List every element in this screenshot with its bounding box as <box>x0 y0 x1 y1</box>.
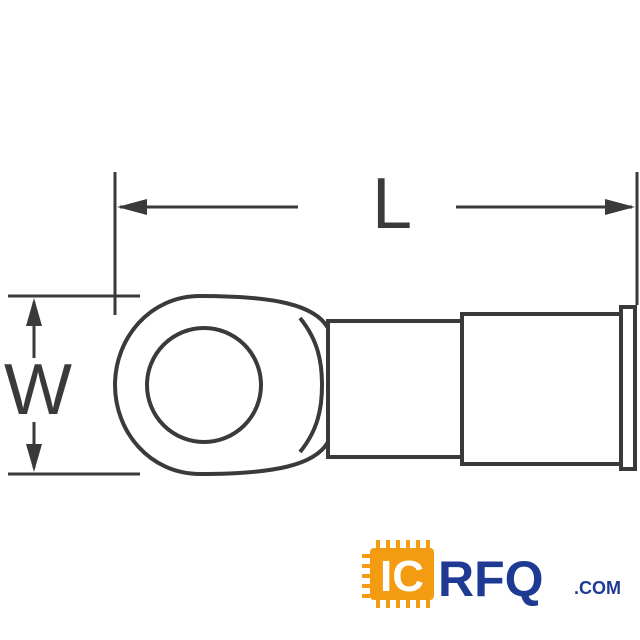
insulation-sleeve <box>460 312 623 466</box>
ring-terminal <box>112 293 637 477</box>
chip-icon: IC <box>362 540 434 608</box>
crimp-barrel <box>326 319 464 459</box>
logo-rfq-text: RFQ <box>438 551 544 607</box>
length-arrow-right <box>605 199 635 215</box>
ring-hole <box>145 326 263 444</box>
ring-tongue-outline <box>112 293 330 477</box>
width-arrow-bottom <box>26 444 42 472</box>
length-label: L <box>372 164 412 244</box>
sleeve-end-flange <box>619 305 637 471</box>
length-arrow-left <box>117 199 147 215</box>
logo-com-text: .COM <box>574 578 621 598</box>
ring-neck-inner <box>298 316 325 454</box>
icrfq-logo: IC RFQ .COM <box>362 540 621 608</box>
logo-ic-text: IC <box>380 552 424 601</box>
width-label: W <box>4 350 72 430</box>
width-arrow-top <box>26 298 42 326</box>
